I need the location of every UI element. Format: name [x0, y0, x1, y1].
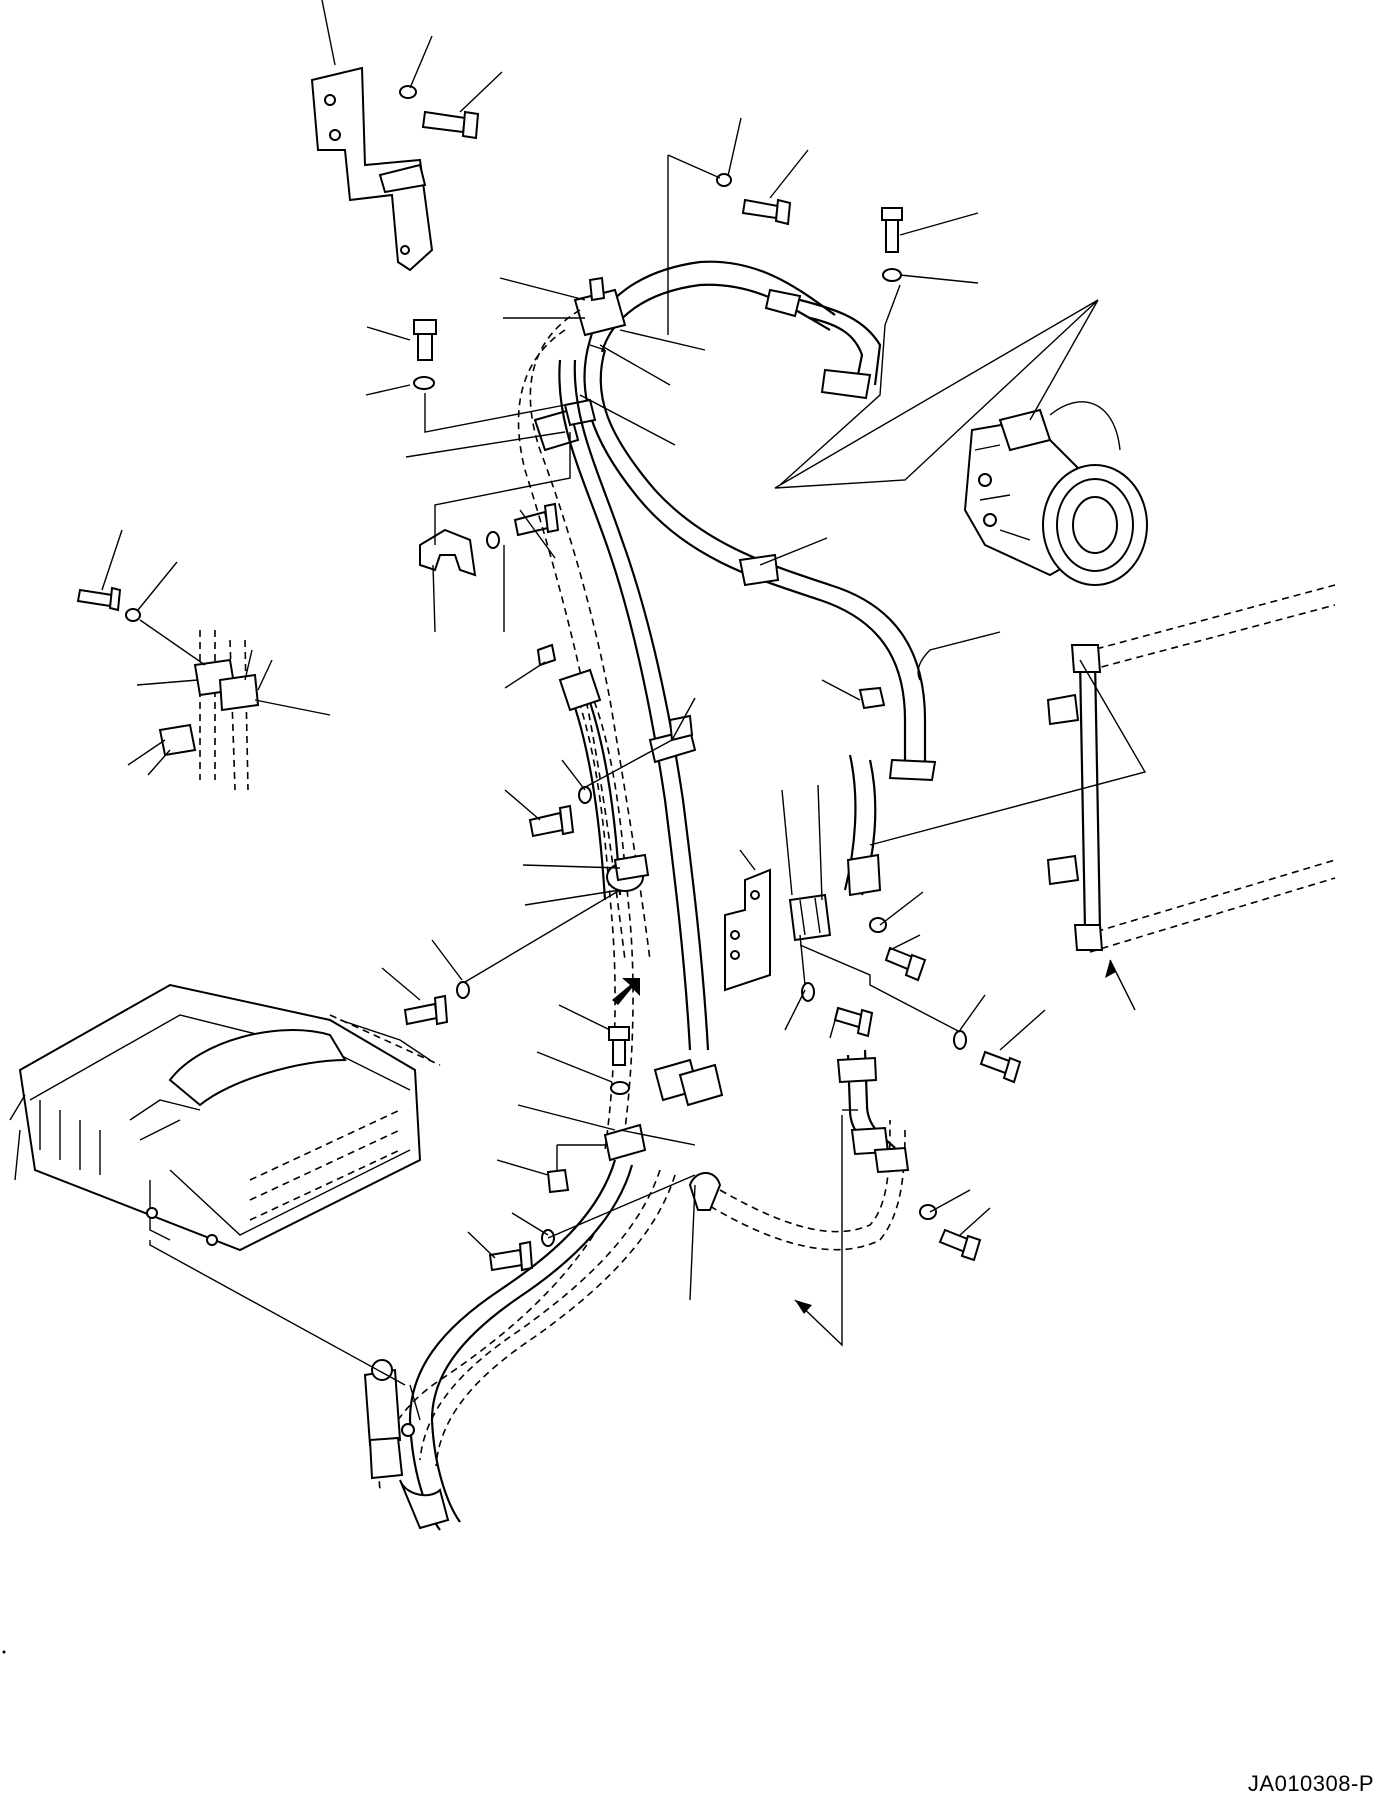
elbow-clamp	[690, 1173, 720, 1210]
mid-lower-bolt	[405, 996, 447, 1024]
direction-arrow	[612, 978, 640, 1005]
drain-washer	[920, 1205, 936, 1219]
plate-bolt	[886, 948, 925, 980]
top-washer-2	[883, 269, 901, 281]
small-hose-fitting	[538, 645, 600, 710]
plate-nut	[802, 983, 814, 1001]
top-washer-1	[717, 174, 731, 186]
upper-left-bolt	[414, 320, 436, 360]
lower-bolt	[609, 1027, 629, 1065]
edge-mark	[2, 1650, 6, 1654]
upper-hose-clamp	[575, 278, 625, 335]
upper-refrigerant-hose	[590, 262, 880, 398]
left-clamp-assembly	[160, 630, 258, 790]
fitting-bolt	[530, 806, 573, 836]
bracket-bolt	[423, 112, 478, 138]
top-bolt-2	[882, 208, 902, 252]
leader-lines	[102, 0, 1145, 1420]
lower-nut	[548, 1170, 568, 1192]
upper-left-washer	[414, 377, 434, 389]
lower-washer	[611, 1082, 629, 1094]
drain-hose	[700, 1050, 908, 1250]
left-washer	[126, 609, 140, 621]
saddle-clamp	[420, 530, 475, 575]
lower-heater-hoses	[365, 1160, 675, 1530]
compressor	[965, 402, 1147, 585]
saddle-washer	[487, 532, 499, 548]
hose-clamp-lower	[607, 855, 648, 891]
air-conditioner-unit	[10, 985, 440, 1250]
bracket-washer	[400, 86, 416, 98]
lower-clamp-pair	[605, 1060, 722, 1160]
plate-washer	[870, 918, 886, 932]
receiver-drier-pipe	[1048, 585, 1335, 952]
hose-clamp-mid	[650, 716, 695, 762]
drain-bolt	[940, 1230, 980, 1260]
mid-lower-washer	[457, 982, 469, 998]
right-nut	[954, 1031, 966, 1049]
mounting-plate	[725, 870, 770, 990]
main-suction-hose	[584, 340, 935, 780]
right-bolt	[981, 1052, 1020, 1082]
grommet	[790, 895, 830, 940]
top-bolt-1	[743, 200, 790, 224]
figure-code: JA010308-P	[1247, 1771, 1374, 1796]
arrowheads	[795, 960, 1116, 1314]
lower-bolt-2	[490, 1242, 532, 1270]
hose-end-fitting	[845, 755, 880, 895]
mounting-bracket	[312, 68, 432, 270]
left-bolt	[78, 588, 120, 610]
nut-upper	[860, 688, 884, 708]
mid-bolt	[835, 1008, 872, 1036]
